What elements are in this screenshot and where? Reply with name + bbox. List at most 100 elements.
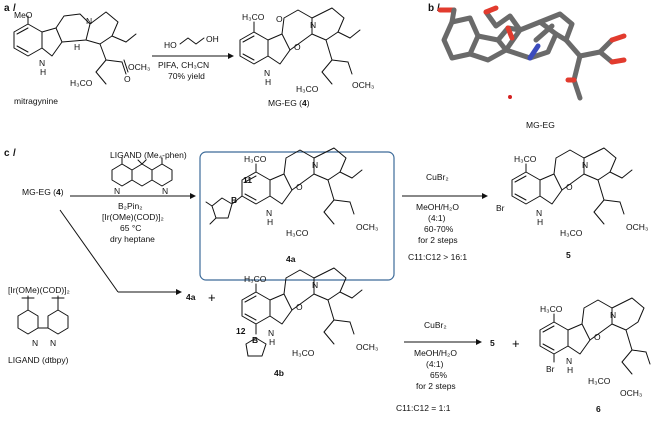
svg-text:N: N <box>264 68 270 78</box>
cond-c3-steps: for 2 steps <box>416 381 456 391</box>
svg-text:N: N <box>310 20 316 30</box>
compound-6-structure <box>539 297 651 375</box>
cond-c2-cubr2: CuBr₂ <box>426 172 449 182</box>
svg-text:O: O <box>294 42 301 52</box>
arrowhead-c3 <box>476 339 482 345</box>
cond-c1-temp: 65 °C <box>120 223 141 233</box>
cond-c3-ratio: (4:1) <box>426 359 444 369</box>
mg-eg-ome-label: H₃CO <box>242 12 265 22</box>
compound-4a-boron: B <box>231 195 237 205</box>
cond-c1-ir: [Ir(OMe)(COD)]₂ <box>102 212 164 222</box>
mitragynine-h-label: H <box>74 42 80 52</box>
svg-text:N: N <box>312 160 318 170</box>
reagent-ho: HO <box>164 40 177 50</box>
me4-phen-structure <box>111 157 173 187</box>
panel-b-label: b <box>428 3 434 14</box>
arrowhead-c1 <box>190 193 196 199</box>
compound-4b-label: 4b <box>274 368 284 378</box>
branch-arrow-diagonal <box>59 209 119 293</box>
dtbpy-n1: N <box>32 338 38 348</box>
svg-text:/: / <box>13 148 16 159</box>
mg-eg-structure <box>239 7 361 85</box>
compound-4a-structure <box>205 147 363 225</box>
mitragynine-ester-me: H₃CO <box>70 78 93 88</box>
svg-text:OCH₃: OCH₃ <box>356 222 378 232</box>
svg-text:H₃CO: H₃CO <box>560 228 583 238</box>
svg-text:/: / <box>13 3 16 14</box>
mg-eg-ester-me: H₃CO <box>296 84 319 94</box>
svg-text:H₃CO: H₃CO <box>286 228 309 238</box>
svg-text:H: H <box>265 77 271 87</box>
dtbpy-n2: N <box>50 338 56 348</box>
mitragynine-n-label: N <box>86 16 92 26</box>
cond-c3-cubr2: CuBr₂ <box>424 320 447 330</box>
me4-phen-n1: N <box>114 186 120 196</box>
svg-text:N: N <box>582 160 588 170</box>
svg-text:H: H <box>269 337 275 347</box>
panel-c-label: c <box>4 148 10 159</box>
svg-text:N: N <box>566 356 572 366</box>
cond-c2-yield: 60-70% <box>424 224 454 234</box>
dtbpy-structure <box>17 295 69 335</box>
svg-text:N: N <box>266 208 272 218</box>
selectivity-1: C11:C12 > 16:1 <box>408 252 467 262</box>
compound-4a-label: 4a <box>286 254 296 264</box>
svg-text:H₃CO: H₃CO <box>588 376 611 386</box>
compound-4b-position-12: 12 <box>236 326 246 336</box>
ethylene-glycol-structure <box>179 37 205 45</box>
ligand-me4phen-label: LIGAND (Me₄-phen) <box>110 150 187 160</box>
mix-4a-label: 4a <box>186 292 196 302</box>
mg-eg-3d-caption: MG-EG <box>526 120 555 130</box>
cond-c1-solvent: dry heptane <box>110 234 155 244</box>
compound-4b-boron: B <box>252 335 258 345</box>
compound-4a-position-11: 11 <box>243 175 252 185</box>
conditions-a-1: PIFA, CH₃CN <box>158 60 209 70</box>
cond-c2-solvent: MeOH/H₂O <box>416 202 459 212</box>
compound-4a-highlight-box <box>199 151 395 281</box>
svg-text:MG-EG (4): MG-EG (4) <box>268 98 310 108</box>
mg-eg-3d-model <box>437 5 627 101</box>
plus-sign-1: + <box>208 290 216 305</box>
mitragynine-nh-label: N <box>39 58 45 68</box>
svg-text:H: H <box>567 365 573 375</box>
svg-text:O: O <box>296 302 303 312</box>
arrowhead-c2 <box>482 193 488 199</box>
cond-c3-solvent: MeOH/H₂O <box>414 348 457 358</box>
conditions-a-2: 70% yield <box>168 71 205 81</box>
compound-6-label: 6 <box>596 404 601 414</box>
svg-text:MG-EG (4): MG-EG (4) <box>22 187 64 197</box>
compound-5-label: 5 <box>566 250 571 260</box>
mg-eg-ester-ome: OCH₃ <box>352 80 374 90</box>
compound-5-bromine: Br <box>496 203 505 213</box>
mitragynine-ome-label: MeO <box>14 10 33 20</box>
compound-6-bromine: Br <box>546 364 555 374</box>
mitragynine-ester-o: O <box>124 74 131 84</box>
mitragynine-ester-ome: OCH₃ <box>128 62 150 72</box>
svg-text:H₃CO: H₃CO <box>292 348 315 358</box>
plus-sign-2: + <box>512 336 520 351</box>
svg-text:N: N <box>610 310 616 320</box>
svg-text:OCH₃: OCH₃ <box>620 388 642 398</box>
cond-c1-b2pin2: B₂Pin₂ <box>118 201 143 211</box>
mg-eg-name: MG-EG ( <box>268 98 302 108</box>
svg-text:O: O <box>276 14 283 24</box>
mg-eg-number: 4 <box>302 98 307 108</box>
mix-5-label: 5 <box>490 338 495 348</box>
compound-5-ome: H₃CO <box>514 154 537 164</box>
compound-5-structure <box>511 147 633 225</box>
svg-text:O: O <box>296 182 303 192</box>
compound-6-ome: H₃CO <box>540 304 563 314</box>
svg-text:O: O <box>566 182 573 192</box>
svg-text:N: N <box>312 280 318 290</box>
mitragynine-structure <box>13 11 137 85</box>
svg-text:OCH₃: OCH₃ <box>626 222 648 232</box>
ligand-dtbpy-label: LIGAND (dtbpy) <box>8 355 69 365</box>
selectivity-2: C11:C12 = 1:1 <box>396 403 451 413</box>
cond-c2-steps: for 2 steps <box>418 235 458 245</box>
svg-text:H: H <box>40 67 46 77</box>
svg-text:O: O <box>594 332 601 342</box>
arrowhead-branch <box>176 289 182 295</box>
svg-text:H: H <box>267 217 273 227</box>
svg-text:H: H <box>537 217 543 227</box>
